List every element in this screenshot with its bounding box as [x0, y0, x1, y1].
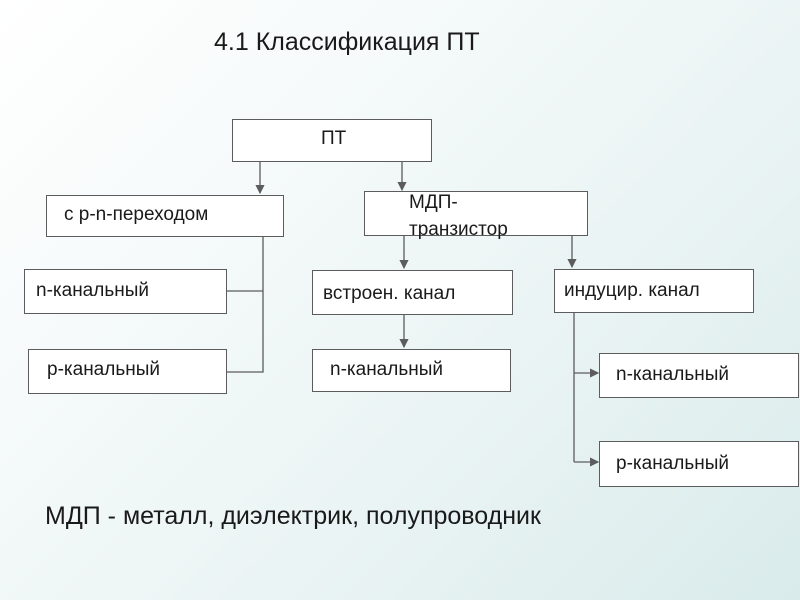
node-induced-n-channel: n-канальный: [599, 353, 799, 398]
node-pn-p-channel: p-канальный: [28, 349, 227, 394]
connector-pn-branch: [227, 237, 264, 373]
node-root-label: ПТ: [321, 128, 347, 149]
node-root: ПТ: [232, 119, 432, 162]
node-induced-p-channel-label: p-канальный: [616, 453, 729, 474]
slide-title: 4.1 Классификация ПТ: [214, 28, 480, 56]
abbreviation-note: МДП - металл, диэлектрик, полупроводник: [45, 502, 541, 530]
node-pn-junction-label: с p-n-переходом: [64, 204, 209, 225]
node-induced-channel-label: индуцир. канал: [564, 280, 700, 301]
node-builtin-channel-label: встроен. канал: [323, 283, 456, 304]
node-builtin-n-channel-label: n-канальный: [330, 359, 443, 380]
node-builtin-n-channel: n-канальный: [312, 349, 511, 392]
node-pn-p-channel-label: p-канальный: [47, 359, 160, 380]
node-builtin-channel: встроен. канал: [312, 270, 513, 315]
node-mdp: МДП- транзистор: [364, 191, 588, 240]
node-pn-n-channel: n-канальный: [24, 269, 227, 314]
node-induced-n-channel-label: n-канальный: [616, 364, 729, 385]
node-pn-n-channel-label: n-канальный: [36, 280, 149, 301]
node-mdp-label: МДП- транзистор: [409, 192, 508, 240]
node-pn-junction: с p-n-переходом: [46, 195, 284, 237]
node-induced-channel: индуцир. канал: [554, 269, 754, 313]
node-induced-p-channel: p-канальный: [599, 441, 799, 487]
